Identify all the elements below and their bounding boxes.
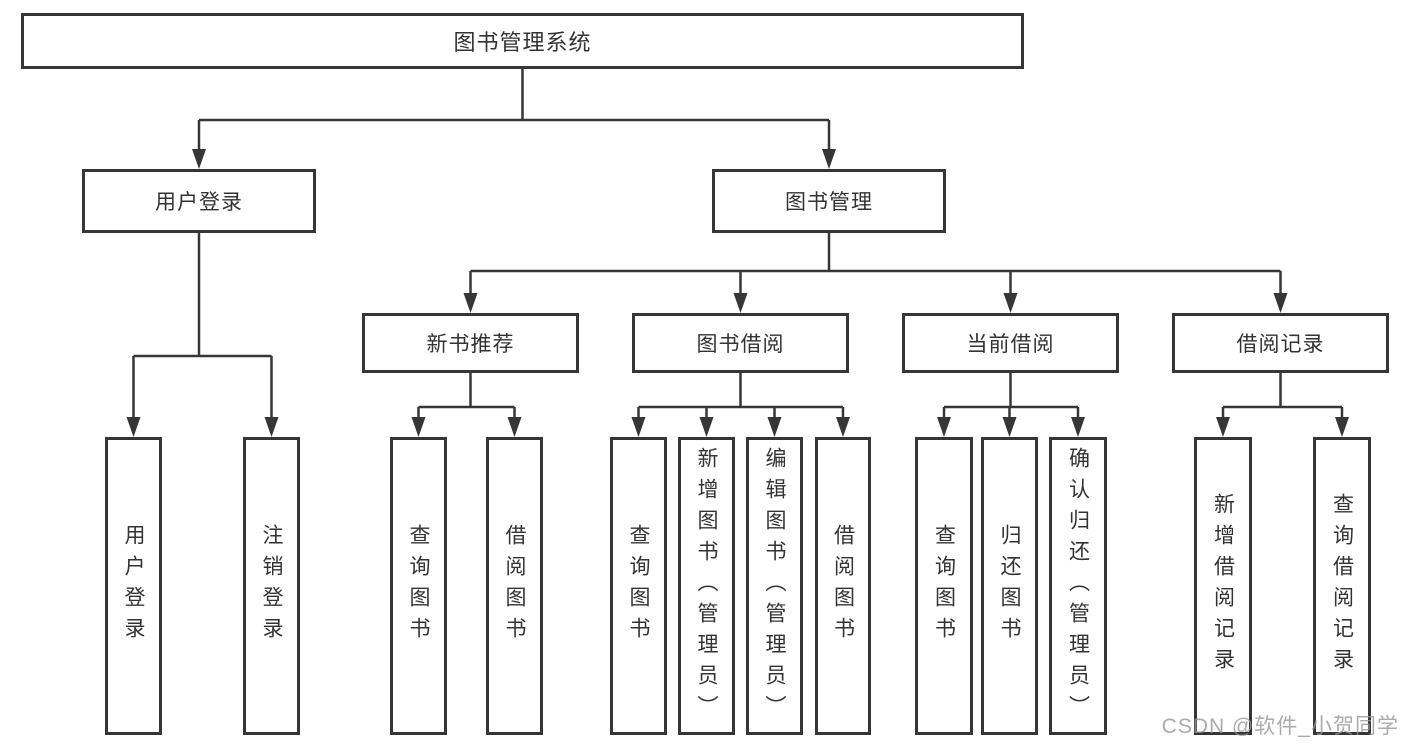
leaf-borrow-books-recommend: 借阅图书 [486,437,543,735]
node-book-borrowing-label: 图书借阅 [696,333,785,356]
leaf-add-books-admin: 新增图书（管理员） [678,437,735,735]
leaf-user-login: 用户登录 [105,437,162,735]
leaf-borrow-books: 借阅图书 [815,437,871,735]
leaf-edit-books-admin: 编辑图书（管理员） [746,437,803,735]
leaf-query-borrow-record: 查询借阅记录 [1313,437,1371,735]
leaf-query-books-borrowing-label: 查询图书 [627,524,650,648]
node-library-system-label: 图书管理系统 [453,30,592,55]
leaf-add-borrow-record-label: 新增借阅记录 [1211,493,1235,679]
leaf-return-books: 归还图书 [981,437,1038,735]
leaf-query-books-current-label: 查询图书 [932,524,956,648]
node-library-system: 图书管理系统 [21,13,1024,69]
leaf-add-books-admin-label: 新增图书（管理员） [695,446,718,726]
node-current-borrowing: 当前借阅 [902,313,1119,373]
leaf-query-books-current: 查询图书 [915,437,973,735]
node-user-login: 用户登录 [82,169,316,233]
leaf-logout-login: 注销登录 [243,437,300,735]
node-new-book-recommend-label: 新书推荐 [426,333,515,356]
csdn-watermark: CSDN @软件_小贺同学 [1161,715,1399,738]
leaf-query-books-recommend: 查询图书 [390,437,447,735]
leaf-logout-login-label: 注销登录 [260,524,283,648]
leaf-query-books-borrowing: 查询图书 [610,437,667,735]
leaf-user-login-label: 用户登录 [122,524,145,648]
node-book-management-label: 图书管理 [785,191,873,214]
leaf-borrow-books-label: 借阅图书 [831,524,855,648]
node-current-borrowing-label: 当前借阅 [966,333,1055,356]
node-book-borrowing: 图书借阅 [632,313,849,373]
leaf-confirm-return-admin-label: 确认归还（管理员） [1066,446,1090,726]
node-book-management: 图书管理 [712,169,946,233]
node-borrowing-records-label: 借阅记录 [1236,333,1325,356]
leaf-confirm-return-admin: 确认归还（管理员） [1049,437,1107,735]
node-borrowing-records: 借阅记录 [1172,313,1389,373]
leaf-return-books-label: 归还图书 [998,524,1021,648]
leaf-add-borrow-record: 新增借阅记录 [1194,437,1252,735]
node-new-book-recommend: 新书推荐 [362,313,579,373]
node-user-login-label: 用户登录 [155,191,243,214]
leaf-query-books-recommend-label: 查询图书 [407,524,430,648]
leaf-query-borrow-record-label: 查询借阅记录 [1330,493,1354,679]
leaf-borrow-books-recommend-label: 借阅图书 [503,524,526,648]
leaf-edit-books-admin-label: 编辑图书（管理员） [763,446,786,726]
